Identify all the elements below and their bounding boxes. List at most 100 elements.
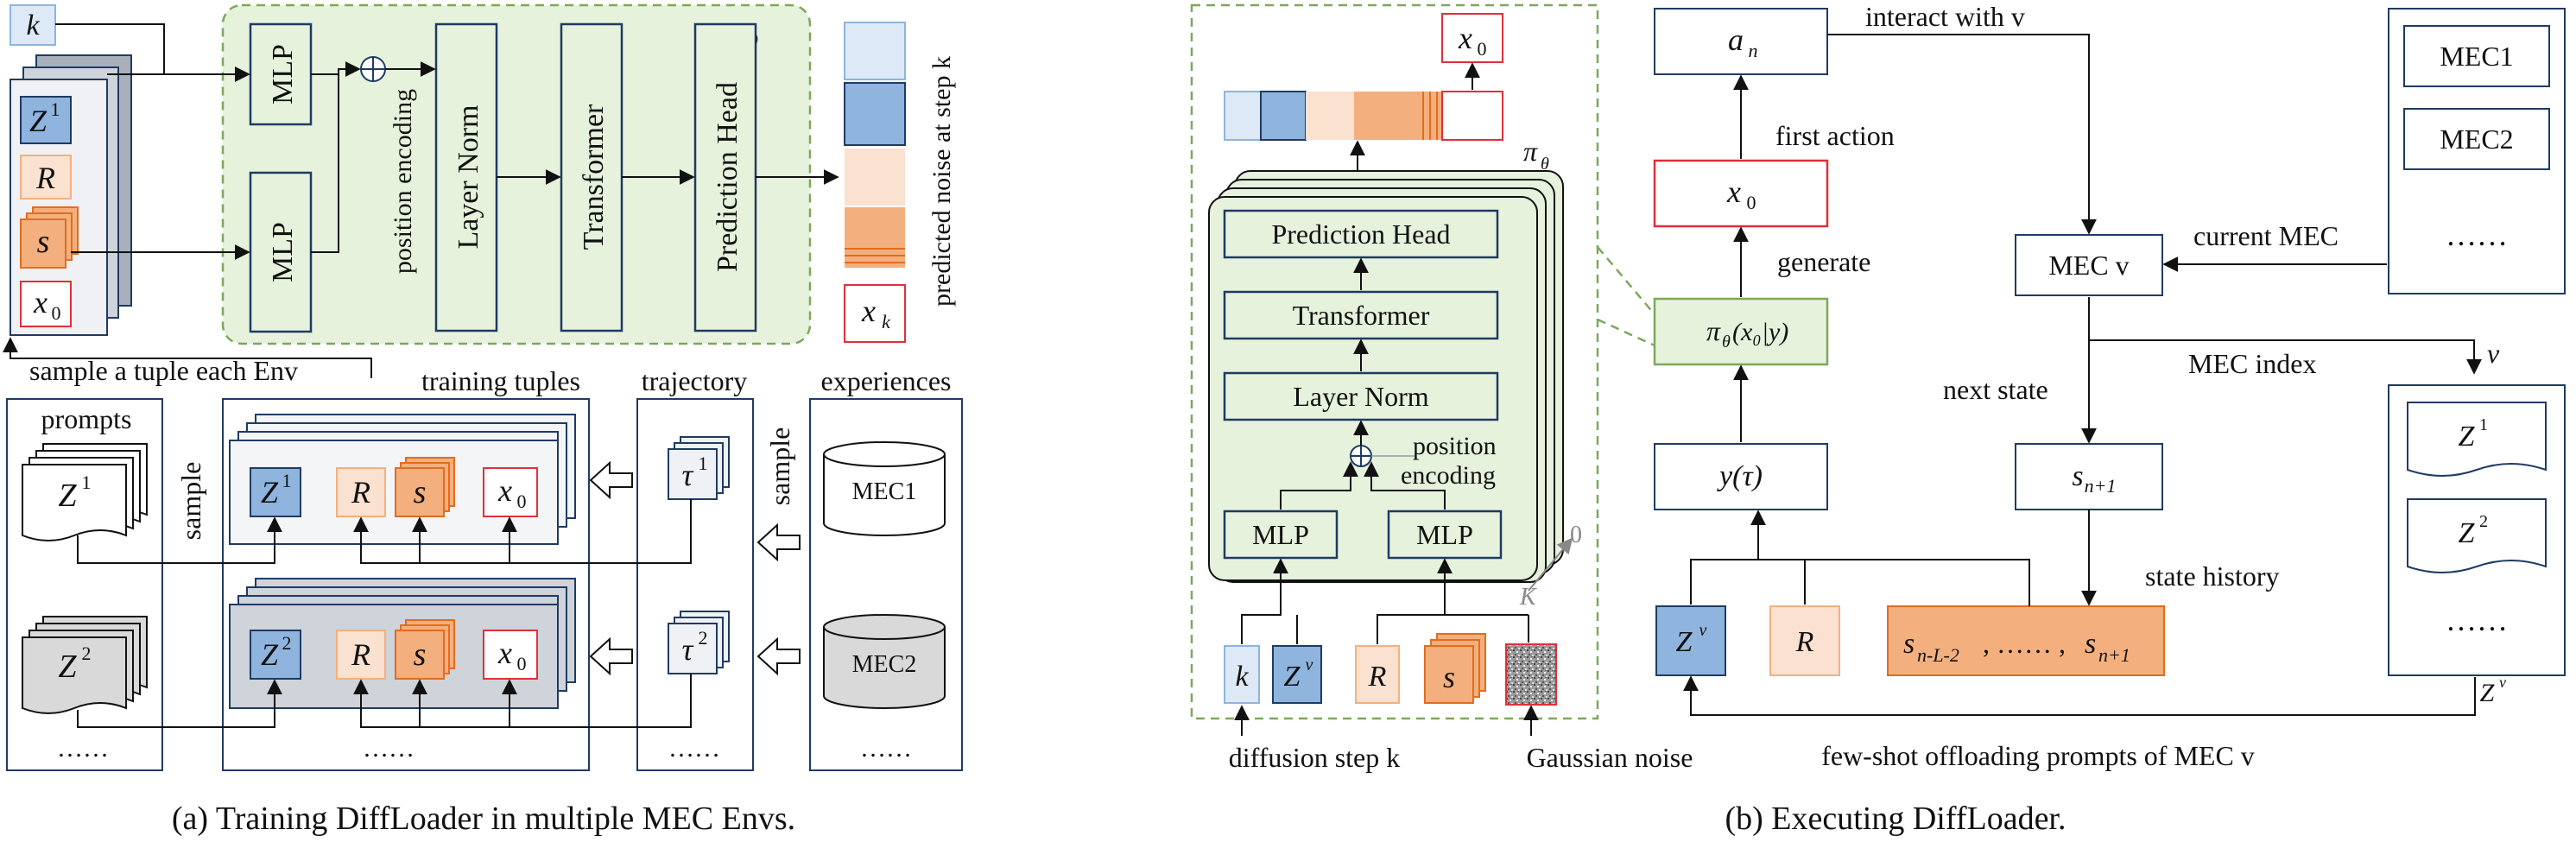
prompt-z1-label: Z xyxy=(58,478,77,514)
tuple1-x0-label: x xyxy=(497,473,512,508)
b-state-seq-box xyxy=(1887,605,2165,676)
tau1-box xyxy=(668,448,718,500)
prompts-label: prompts xyxy=(41,403,132,434)
noise-cell-1 xyxy=(844,22,906,80)
b-mlp-right-label: MLP xyxy=(1416,519,1473,550)
panel-b: x 0 π θ Prediction Head Transformer Laye… xyxy=(1190,1,2566,837)
tuple1-r-label: R xyxy=(351,475,370,510)
b-prediction-head-label: Prediction Head xyxy=(1271,218,1450,250)
xk-sub: k xyxy=(882,311,891,332)
x0-label: x xyxy=(33,285,47,320)
b-x0-top-sub: 0 xyxy=(1478,38,1487,60)
tau2-label: τ xyxy=(682,632,694,667)
b-prompt-z2-sup: 2 xyxy=(2479,512,2488,531)
tuple2-s-box xyxy=(395,630,445,680)
transformer-box-a xyxy=(560,22,623,332)
b-pi-box-rest: (x₀|y) xyxy=(1732,318,1788,346)
b-x0-top-box xyxy=(1441,13,1503,63)
b-strip-cell-5 xyxy=(1441,91,1503,141)
policy-detail-frame xyxy=(1190,3,1599,720)
tuple1-r-box xyxy=(336,467,386,517)
b-prompt-z1-label: Z xyxy=(2459,421,2476,453)
b-state-history-label: state history xyxy=(2145,560,2280,592)
sample-left-label: sample xyxy=(175,462,206,541)
caption-a: (a) Training DiffLoader in multiple MEC … xyxy=(172,801,795,837)
tuple1-z1-box xyxy=(250,467,301,517)
prediction-head-box-a xyxy=(693,22,757,332)
b-few-shot-label: few-shot offloading prompts of MEC v xyxy=(1821,740,2255,771)
b-gaussian-noise-label: Gaussian noise xyxy=(1527,742,1693,773)
b-state-seq-end-sub: n+1 xyxy=(2098,644,2130,666)
noise-cell-3 xyxy=(845,149,905,206)
database-mec2 xyxy=(823,614,946,709)
xk-box xyxy=(844,284,906,343)
r-box xyxy=(20,155,72,199)
b-zv-bottom-sup: v xyxy=(1699,621,1707,640)
b-r-box xyxy=(1355,645,1400,704)
experiences-label: experiences xyxy=(820,365,951,396)
x0-box xyxy=(20,281,72,327)
prompts-ellipsis: …… xyxy=(57,734,109,763)
b-current-mec-label: current MEC xyxy=(2193,220,2339,251)
b-zv-side-sup: v xyxy=(2499,674,2506,691)
experiences-ellipsis: …… xyxy=(860,734,912,763)
hollow-arrow-traj-tuple-2 xyxy=(589,636,633,676)
z1-sup: 1 xyxy=(51,98,60,120)
b-prediction-head-box xyxy=(1223,209,1499,259)
tuple2-x0-box xyxy=(483,630,538,680)
b-s-box xyxy=(1424,645,1474,704)
b-mec1-label: MEC1 xyxy=(2440,41,2513,72)
b-mec2-label: MEC2 xyxy=(2440,123,2513,155)
b-k-axis-label: K xyxy=(1519,584,1537,611)
x0-sub: 0 xyxy=(52,302,61,324)
prompt-z2-label: Z xyxy=(58,649,77,685)
b-an-sub: n xyxy=(1749,40,1758,61)
b-encoding-label: encoding xyxy=(1401,461,1496,490)
noise-cell-4 xyxy=(845,207,905,268)
tuple2-z2-box xyxy=(250,630,301,680)
mlp-bottom-box xyxy=(249,171,313,333)
b-prompt-ellipsis: …… xyxy=(2446,603,2508,637)
hollow-arrow-traj-tuple-1 xyxy=(589,460,633,500)
z1-box xyxy=(20,96,72,144)
b-state-seq-end: s xyxy=(2085,628,2096,660)
b-prompt-z1-sup: 1 xyxy=(2479,415,2488,434)
b-mlp-left-box xyxy=(1223,510,1339,560)
b-x0-label: x xyxy=(1726,174,1741,209)
b-prompt-z2-label: Z xyxy=(2459,517,2476,549)
k-label: k xyxy=(26,9,40,41)
b-state-seq-mid: , …… , xyxy=(1983,628,2066,659)
prompt-doc-z1 xyxy=(22,443,148,541)
b-v-label: v xyxy=(2487,338,2500,369)
b-mec2-box xyxy=(2403,108,2550,170)
prompt-z1-sup: 1 xyxy=(82,472,92,493)
b-strip-cell-1 xyxy=(1224,91,1262,141)
b-an-box xyxy=(1654,8,1828,75)
b-r-label: R xyxy=(1368,661,1387,693)
b-pi-box-main: π xyxy=(1706,315,1721,346)
b-mlp-left-label: MLP xyxy=(1252,519,1309,550)
tau1-sup: 1 xyxy=(699,453,708,474)
tuple2-s-label: s xyxy=(414,636,427,673)
hollow-arrow-exp-traj-2 xyxy=(756,636,801,676)
b-layer-norm-box xyxy=(1223,371,1499,421)
b-transformer-box xyxy=(1223,290,1499,340)
tuple2-z2-sup: 2 xyxy=(282,632,292,654)
b-ytau-box xyxy=(1654,443,1828,510)
policy-box-a xyxy=(221,3,812,345)
b-x0-top-label: x xyxy=(1458,21,1472,55)
b-s-label: s xyxy=(1443,660,1455,694)
training-tuples-label: training tuples xyxy=(421,365,580,396)
b-k-box xyxy=(1224,645,1260,704)
mlp-bottom-label: MLP xyxy=(267,222,299,282)
b-zv-bottom-label: Z xyxy=(1676,626,1693,658)
b-position-label: position xyxy=(1413,432,1497,460)
b-state-seq-start-sub: n-L-2 xyxy=(1917,644,1959,666)
tuple1-z1-label: Z xyxy=(261,475,279,510)
b-pi-box xyxy=(1653,297,1829,366)
b-zero-axis-label: 0 xyxy=(1570,522,1582,548)
b-x0-sub: 0 xyxy=(1747,192,1756,213)
panel-a: k Z 1 R s x 0 π θ MLP MLP positio xyxy=(2,3,963,837)
sample-right-label: sample xyxy=(764,427,795,506)
